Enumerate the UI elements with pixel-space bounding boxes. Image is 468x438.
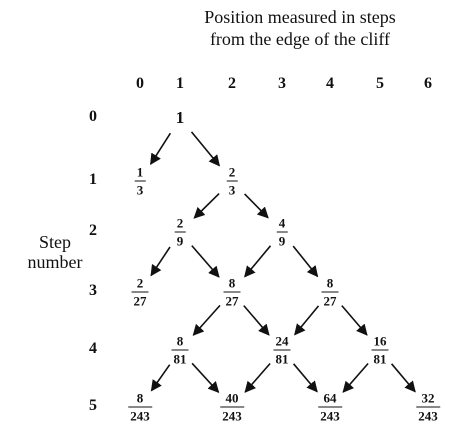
fraction-bar xyxy=(171,349,189,351)
position-label-0: 0 xyxy=(136,75,144,92)
arrow-step1-pos2-to-step2-pos1 xyxy=(193,193,220,219)
arrow-step4-pos5-to-step5-pos6 xyxy=(390,363,416,393)
fraction-numerator: 2 xyxy=(176,215,184,231)
position-label-2: 2 xyxy=(228,75,236,92)
fraction-denominator: 27 xyxy=(225,293,239,309)
side-label-line-2: number xyxy=(27,252,83,272)
fraction-denominator: 243 xyxy=(418,408,438,424)
fraction-bar xyxy=(220,406,244,408)
step-label-3: 3 xyxy=(89,282,97,299)
fraction-bar xyxy=(276,231,288,233)
fraction-denominator: 81 xyxy=(275,351,289,367)
arrow-step0-pos1-to-step1-pos0 xyxy=(150,132,172,166)
position-label-5: 5 xyxy=(376,75,384,92)
fraction-numerator: 8 xyxy=(228,275,236,291)
fraction-denominator: 3 xyxy=(228,182,236,198)
position-label-3: 3 xyxy=(278,75,286,92)
arrow-step2-pos1-to-step3-pos2 xyxy=(191,245,220,278)
arrow-step3-pos2-to-step4-pos3 xyxy=(243,305,270,336)
fraction-numerator: 8 xyxy=(326,275,334,291)
arrow-step4-pos1-to-step5-pos2 xyxy=(191,362,220,394)
fraction-bar xyxy=(416,406,440,408)
fraction-denominator: 9 xyxy=(176,233,184,249)
position-label-1: 1 xyxy=(176,75,184,92)
fraction-numerator: 24 xyxy=(275,333,289,349)
fraction-denominator: 81 xyxy=(373,351,387,367)
fraction-bar xyxy=(321,291,339,293)
arrow-step3-pos4-to-step4-pos5 xyxy=(341,305,368,336)
fraction-bar xyxy=(371,349,389,351)
position-label-4: 4 xyxy=(326,75,334,92)
fraction-denominator: 243 xyxy=(130,408,150,424)
fraction-denominator: 27 xyxy=(133,293,147,309)
arrow-step4-pos5-to-step5-pos4 xyxy=(342,362,369,393)
fraction-numerator: 2 xyxy=(136,275,144,291)
fraction-numerator: 16 xyxy=(373,333,387,349)
probability-node-step0-pos1: 1 xyxy=(175,108,185,127)
fraction-denominator: 27 xyxy=(323,293,337,309)
arrow-step2-pos3-to-step3-pos2 xyxy=(244,245,272,278)
arrow-step3-pos4-to-step4-pos3 xyxy=(294,305,320,336)
fraction-bar xyxy=(131,291,149,293)
fraction-bar xyxy=(318,406,342,408)
fraction-denominator: 81 xyxy=(173,351,187,367)
fraction-bar xyxy=(134,180,146,182)
arrow-step4-pos3-to-step5-pos4 xyxy=(292,363,318,393)
side-label-line-1: Step xyxy=(38,232,71,252)
fraction-numerator: 8 xyxy=(136,390,144,406)
arrow-step4-pos1-to-step5-pos0 xyxy=(150,364,171,392)
arrow-step1-pos2-to-step2-pos3 xyxy=(244,193,269,219)
arrow-step0-pos1-to-step1-pos2 xyxy=(190,131,221,167)
header-line-1: Position measured in steps xyxy=(204,7,396,27)
fraction-numerator: 32 xyxy=(421,390,435,406)
fraction-numerator: 40 xyxy=(225,390,239,406)
step-label-0: 0 xyxy=(89,108,97,125)
fraction-denominator: 243 xyxy=(320,408,340,424)
fraction-denominator: 243 xyxy=(222,408,242,424)
fraction-numerator: 8 xyxy=(176,333,184,349)
fraction-numerator: 64 xyxy=(323,390,337,406)
fraction-numerator: 2 xyxy=(228,164,236,180)
fraction-bar xyxy=(223,291,241,293)
arrow-step4-pos3-to-step5-pos2 xyxy=(244,362,271,393)
fraction-bar xyxy=(273,349,291,351)
arrow-step3-pos2-to-step4-pos1 xyxy=(192,304,221,336)
step-label-2: 2 xyxy=(89,222,97,239)
arrow-step2-pos3-to-step3-pos4 xyxy=(292,245,319,278)
fraction-numerator: 1 xyxy=(136,164,144,180)
fraction-bar xyxy=(174,231,186,233)
fraction-denominator: 3 xyxy=(136,182,144,198)
fraction-denominator: 9 xyxy=(278,233,286,249)
step-label-4: 4 xyxy=(89,340,97,357)
header-line-2: from the edge of the cliff xyxy=(209,29,391,49)
arrow-step2-pos1-to-step3-pos0 xyxy=(150,246,171,277)
fraction-bar xyxy=(226,180,238,182)
position-label-6: 6 xyxy=(424,75,432,92)
fraction-bar xyxy=(128,406,152,408)
step-label-5: 5 xyxy=(89,397,97,414)
step-label-1: 1 xyxy=(89,171,97,188)
fraction-numerator: 4 xyxy=(278,215,286,231)
